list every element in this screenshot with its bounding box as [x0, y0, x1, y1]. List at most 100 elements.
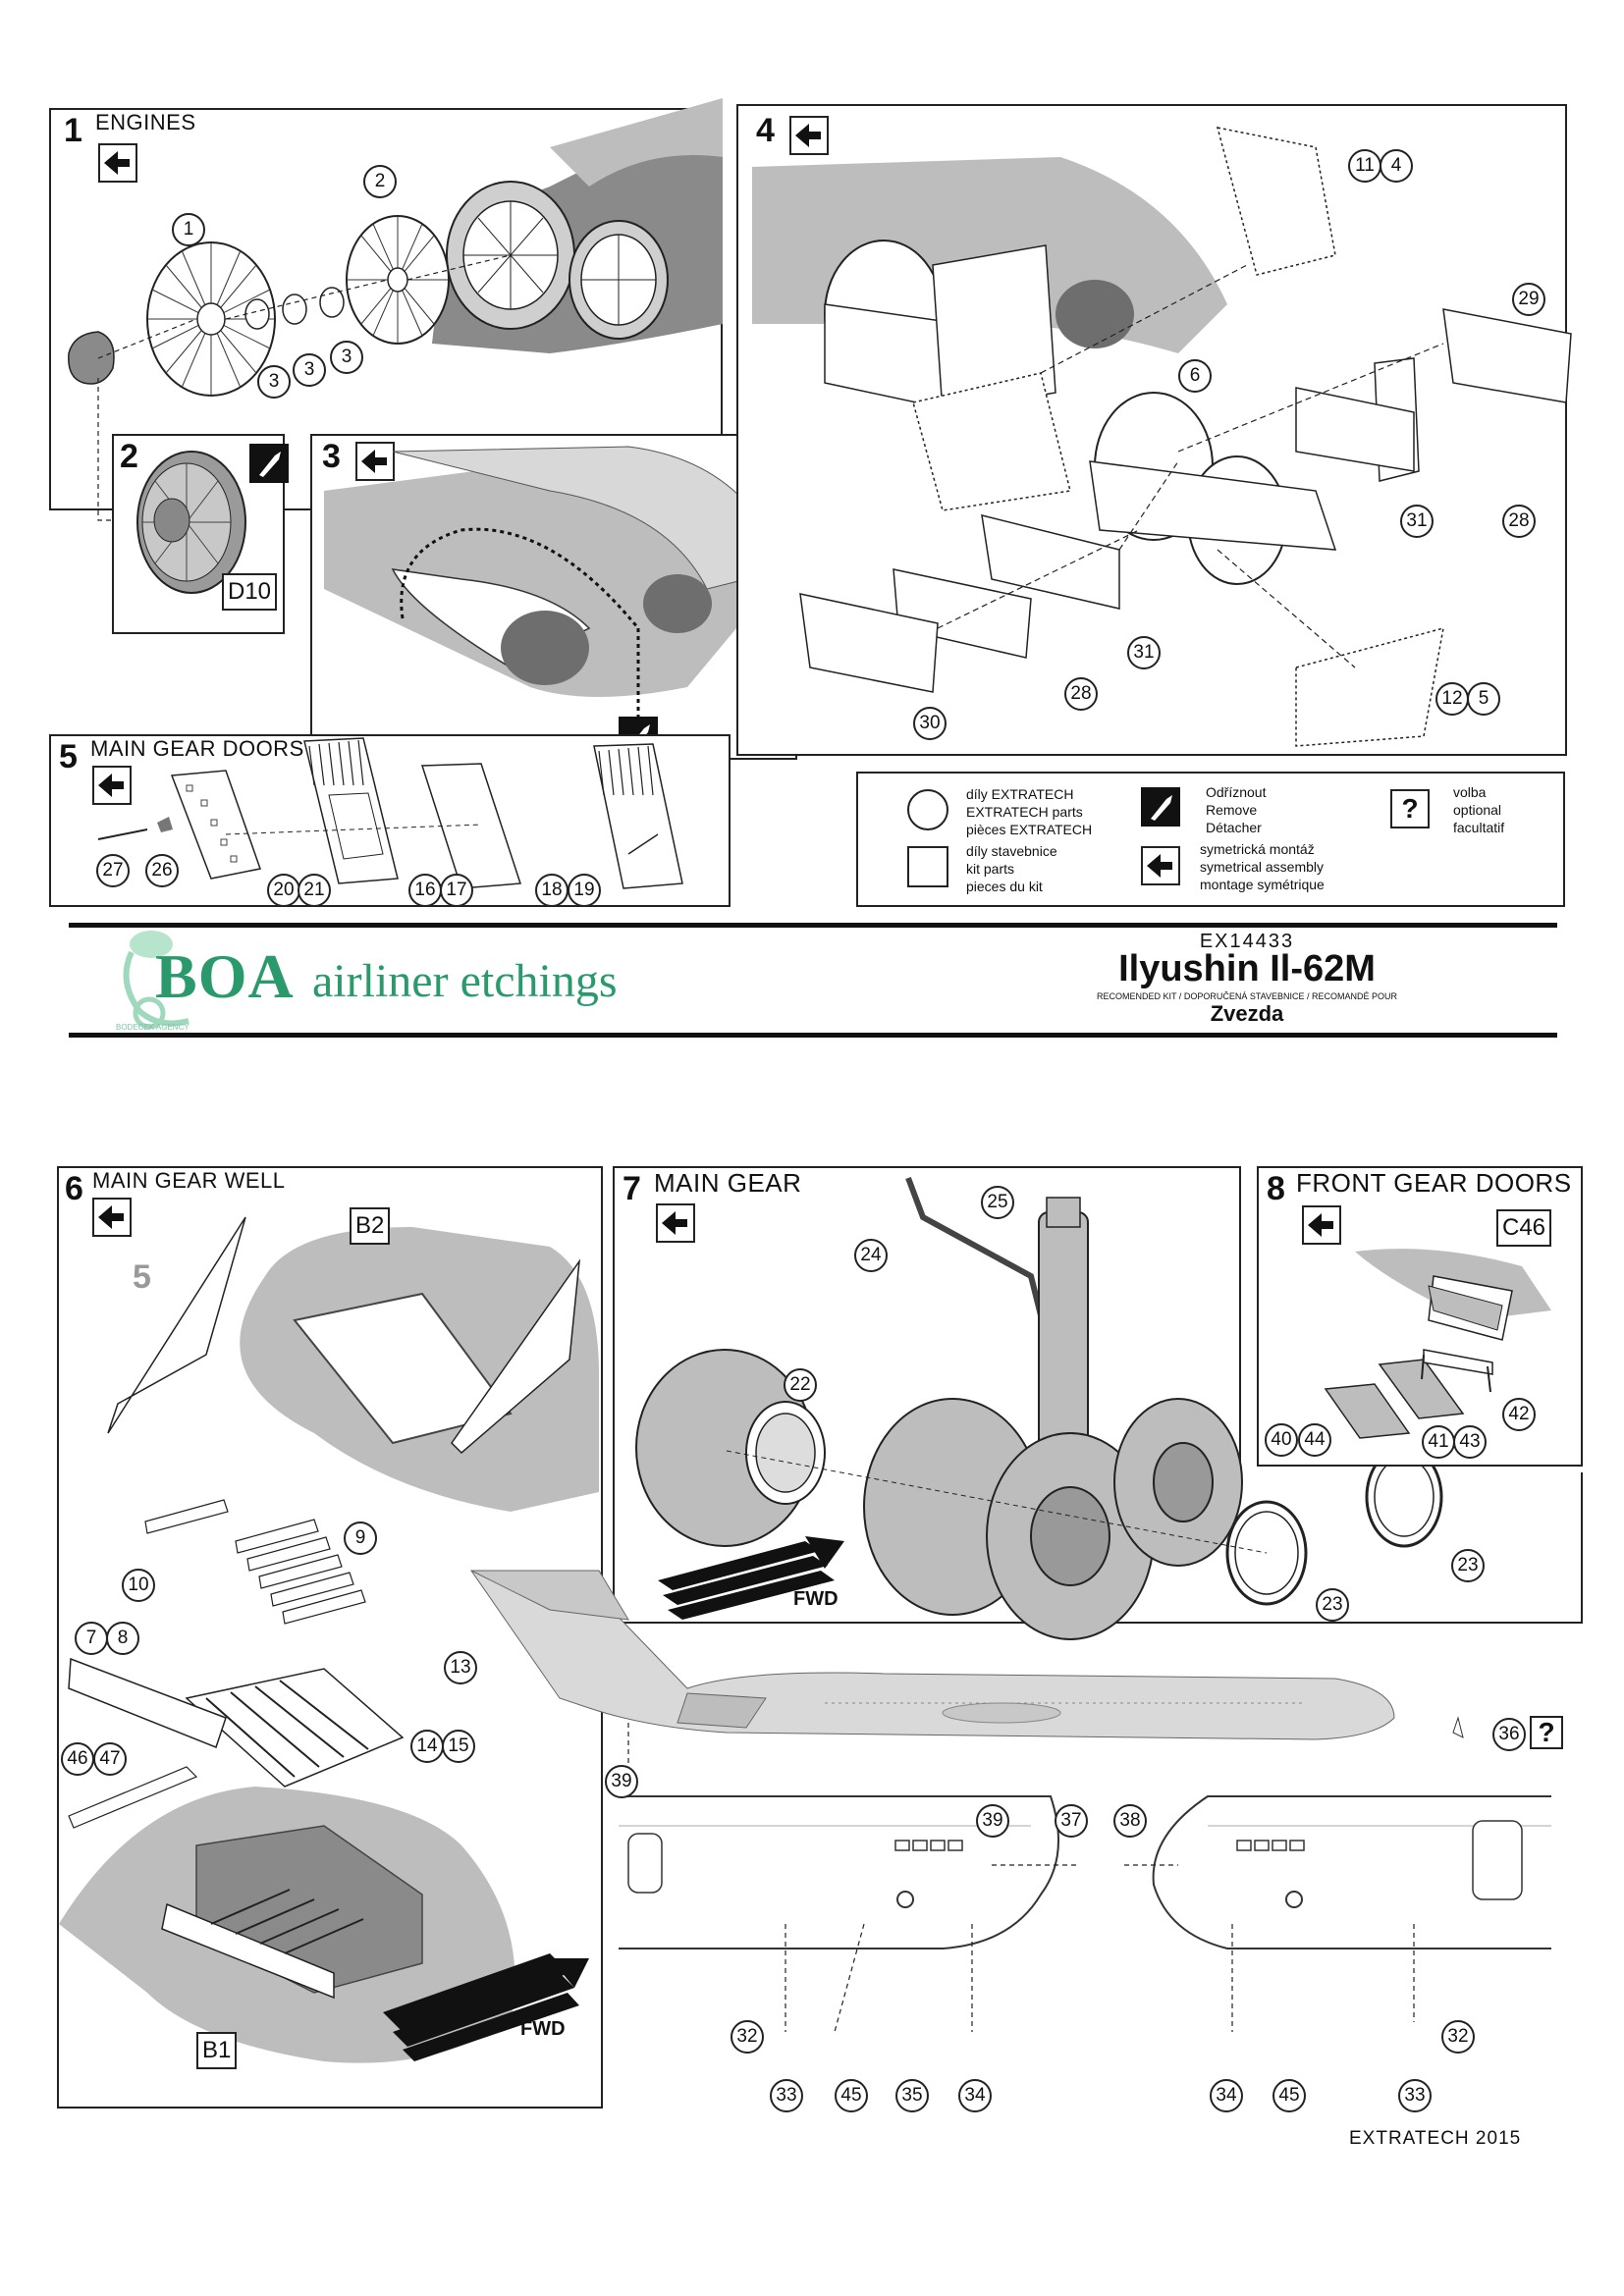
kit-part-box: B2 [350, 1207, 391, 1245]
symmetric-assembly-icon [92, 766, 132, 805]
step-title: FRONT GEAR DOORS [1296, 1168, 1572, 1198]
callout-part: 28 [1502, 505, 1536, 538]
step-number: 8 [1267, 1170, 1285, 1207]
symmetric-assembly-icon [98, 143, 137, 183]
step-number: 6 [65, 1170, 83, 1207]
kit-part-box: C46 [1496, 1209, 1552, 1247]
symmetric-assembly-icon [1141, 846, 1180, 885]
forward-arrow-label: FWD [793, 1588, 839, 1610]
callout-part: 39 [605, 1765, 638, 1798]
remove-icon [1141, 787, 1180, 827]
callout-part: 36 [1492, 1718, 1526, 1751]
remove-icon [249, 444, 289, 483]
symmetric-assembly-icon [355, 442, 395, 481]
header-rule-bottom [69, 1033, 1557, 1038]
step-number: 1 [64, 112, 82, 149]
callout-part: 9 [344, 1522, 377, 1555]
symmetric-assembly-icon [656, 1203, 695, 1243]
symmetric-assembly-icon [1302, 1205, 1341, 1245]
callout-part: 26 [145, 854, 179, 887]
footer-credit: EXTRATECH 2015 [1349, 2128, 1522, 2149]
callout-part: 32 [1441, 2020, 1475, 2054]
kit-part-symbol [907, 846, 948, 887]
callout-part: 19 [568, 874, 601, 907]
step-number: 4 [756, 112, 775, 149]
thrust-reverser-drawing [752, 127, 1572, 747]
gear-well-drawing [59, 1216, 600, 2063]
kit-part-box: B1 [196, 2032, 238, 2069]
callout-part: 20 [267, 874, 300, 907]
callout-part: 3 [293, 353, 326, 387]
optional-icon: ? [1530, 1716, 1563, 1749]
forward-arrow-label: FWD [520, 2018, 566, 2040]
callout-part: 34 [958, 2079, 992, 2112]
callout-part: 33 [1398, 2079, 1432, 2112]
callout-part: 40 [1265, 1423, 1298, 1457]
callout-part: 4 [1380, 149, 1413, 183]
engine-parts-drawing [68, 98, 723, 521]
front-gear-doors-drawing [1324, 1249, 1551, 1439]
callout-part: 35 [895, 2079, 929, 2112]
step-title: MAIN GEAR [654, 1168, 802, 1198]
callout-part: 3 [330, 341, 363, 374]
brand-big: BOA [155, 941, 295, 1011]
callout-part: 21 [298, 874, 331, 907]
nacelle-drawing [324, 446, 786, 717]
callout-part: 5 [1467, 682, 1500, 716]
callout-part: 27 [96, 854, 130, 887]
ghost-step-ref: 5 [133, 1258, 151, 1296]
callout-part: 42 [1502, 1398, 1536, 1431]
callout-part: 29 [1512, 283, 1545, 316]
agency-label: BODECEK AGENCY [116, 1023, 189, 1032]
header-rule-top [69, 923, 1557, 928]
callout-part: 41 [1422, 1425, 1455, 1459]
gear-doors-drawing [97, 737, 683, 889]
step-number: 7 [623, 1170, 641, 1207]
callout-part: 31 [1400, 505, 1434, 538]
kit-part-box: D10 [222, 573, 278, 611]
brand-rest: airliner etchings [312, 955, 618, 1007]
callout-part: 22 [784, 1368, 817, 1402]
boa-logo-mark [123, 931, 189, 1030]
aircraft-model: Ilyushin Il-62M [1118, 948, 1376, 989]
extratech-part-symbol [907, 789, 948, 830]
step-title: ENGINES [95, 110, 196, 134]
aircraft-and-nose-drawing [470, 1570, 1551, 2033]
callout-part: 45 [835, 2079, 868, 2112]
callout-part: 23 [1316, 1588, 1349, 1622]
kit-code: EX14433 [1199, 931, 1295, 952]
callout-part: 11 [1348, 149, 1381, 183]
callout-part: 7 [75, 1622, 108, 1655]
callout-part: 15 [442, 1730, 475, 1763]
callout-part: 37 [1055, 1804, 1088, 1838]
step-number: 3 [322, 438, 341, 475]
main-gear-drawing [635, 1176, 1443, 1640]
step-title: MAIN GEAR WELL [92, 1168, 286, 1193]
step-number: 2 [120, 438, 138, 475]
callout-part: 2 [363, 165, 397, 198]
callout-part: 8 [106, 1622, 139, 1655]
callout-part: 44 [1298, 1423, 1331, 1457]
callout-part: 43 [1453, 1425, 1487, 1459]
callout-part: 25 [981, 1186, 1014, 1219]
callout-part: 10 [122, 1569, 155, 1602]
callout-part: 14 [410, 1730, 444, 1763]
callout-part: 24 [854, 1239, 888, 1272]
callout-part: 47 [93, 1742, 127, 1776]
callout-part: 3 [257, 365, 291, 399]
symmetric-assembly-icon [92, 1198, 132, 1237]
recommended-label: RECOMENDED KIT / DOPORUČENÁ STAVEBNICE /… [1096, 991, 1398, 1001]
step-number: 5 [59, 738, 78, 775]
engine-fan-cut-drawing [136, 451, 246, 594]
callout-part: 45 [1272, 2079, 1306, 2112]
callout-part: 32 [731, 2020, 764, 2054]
legend-box [856, 772, 1565, 907]
callout-part: 30 [913, 707, 947, 740]
step-title: MAIN GEAR DOORS [90, 736, 304, 761]
callout-part: 6 [1178, 359, 1212, 393]
callout-part: 1 [172, 213, 205, 246]
